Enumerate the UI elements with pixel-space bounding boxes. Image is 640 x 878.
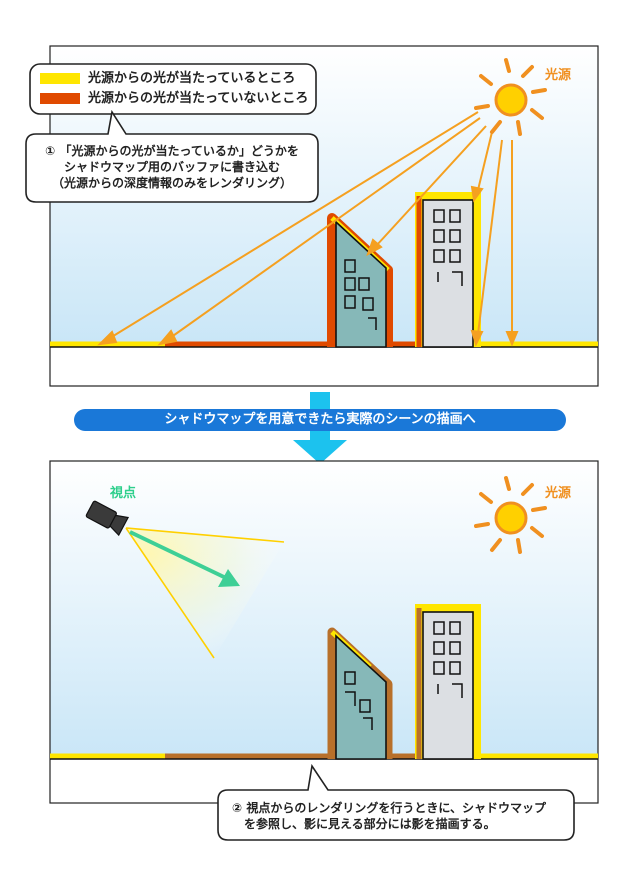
bottom-sun-icon xyxy=(474,476,547,554)
top-gray-building xyxy=(415,192,481,348)
banner xyxy=(74,409,566,431)
top-light-label: 光源 xyxy=(545,68,572,83)
viewpoint-label: 視点 xyxy=(110,486,137,501)
top-ground-lines xyxy=(50,341,598,348)
callout-2 xyxy=(217,763,575,841)
bottom-light-label: 光源 xyxy=(545,486,572,501)
bottom-gray-building xyxy=(415,604,481,760)
view-cone xyxy=(125,527,285,659)
bottom-ground-lines xyxy=(50,753,598,760)
camera-icon xyxy=(85,500,130,537)
top-light-rays xyxy=(97,111,519,347)
banner-text: シャドウマップを用意できたら実際のシーンの描画へ xyxy=(164,412,476,427)
callout-1-line-2: シャドウマップ用のバッファに書き込む xyxy=(63,160,280,174)
callout-2-line-1: ② 視点からのレンダリングを行うときに、シャドウマップ xyxy=(232,801,546,815)
top-teal-building xyxy=(327,213,393,348)
callout-1-line-1: ① 「光源からの光が当たっているか」どうかを xyxy=(45,144,299,158)
bottom-teal-building xyxy=(327,627,393,760)
callout-1 xyxy=(25,109,319,203)
callout-2-line-2: を参照し、影に見える部分には影を描画する。 xyxy=(244,817,496,831)
legend-box xyxy=(29,63,317,115)
callout-1-line-3: （光源からの深度情報のみをレンダリング） xyxy=(51,176,292,190)
legend-shadow-swatch xyxy=(40,93,80,104)
legend-shadow-label: 光源からの光が当たっていないところ xyxy=(88,91,309,106)
legend-lit-label: 光源からの光が当たっているところ xyxy=(88,71,296,86)
bottom-panel xyxy=(49,460,599,841)
top-panel xyxy=(25,45,599,387)
top-sun-icon xyxy=(474,58,547,136)
legend-lit-swatch xyxy=(40,73,80,84)
